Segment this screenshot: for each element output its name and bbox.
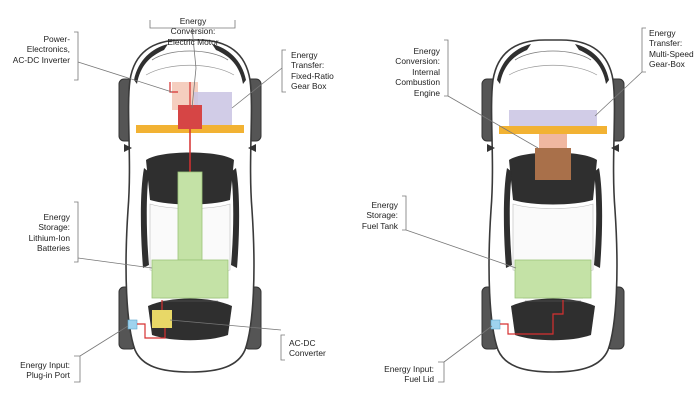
battery-tunnel	[177, 171, 203, 261]
ac-dc-converter	[152, 310, 172, 328]
ev-car	[118, 39, 262, 373]
label-ac-dc-converter: AC-DC Converter	[289, 338, 326, 359]
multi-speed-gearbox	[509, 110, 597, 128]
combustion-engine	[535, 148, 571, 180]
label-combustion-engine: Energy Conversion: Internal Combustion E…	[395, 46, 440, 98]
label-power-electronics: Power- Electronics, AC-DC Inverter	[12, 34, 70, 65]
label-fixed-ratio-gearbox: Energy Transfer: Fixed-Ratio Gear Box	[291, 50, 334, 92]
label-lithium-ion-batteries: Energy Storage: Lithium-Ion Batteries	[28, 212, 70, 254]
front-axle	[499, 126, 607, 134]
fuel-tank	[514, 259, 592, 299]
ice-car	[481, 39, 625, 373]
leader-lines	[74, 20, 646, 383]
label-fuel-tank: Energy Storage: Fuel Tank	[361, 200, 398, 231]
fuel-lid	[490, 319, 501, 330]
lithium-ion-battery	[151, 259, 229, 299]
engine-block-top	[539, 134, 567, 152]
label-plug-in-port: Energy Input: Plug-in Port	[20, 360, 70, 381]
label-multi-speed-gearbox: Energy Transfer: Multi-Speed Gear-Box	[649, 28, 694, 70]
electric-motor	[178, 105, 202, 129]
label-electric-motor: Energy Conversion: Electric Motor	[167, 16, 219, 47]
plug-in-port	[127, 319, 138, 330]
label-fuel-lid: Energy Input: Fuel Lid	[384, 364, 434, 385]
